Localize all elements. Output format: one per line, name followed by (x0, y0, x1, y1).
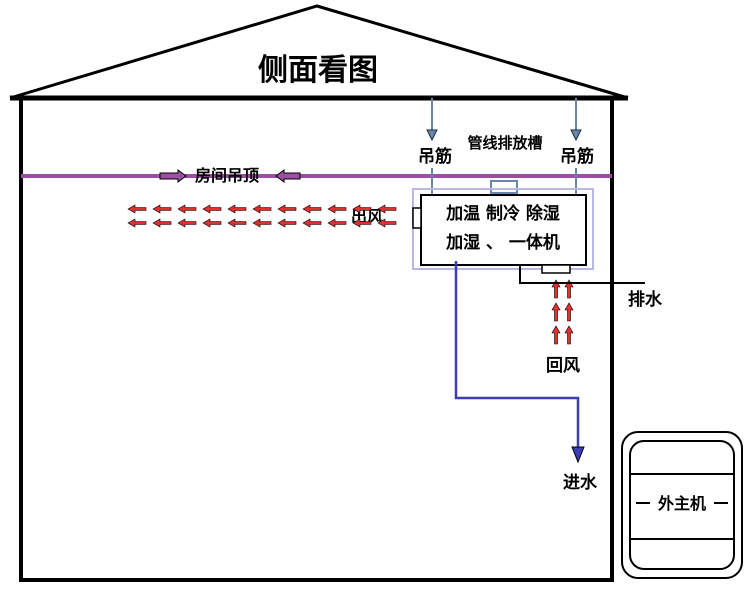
ac-unit-box (420, 194, 587, 266)
hanger-rod-right (570, 98, 582, 194)
outdoor-unit (621, 431, 743, 579)
air-return-label: 回风 (546, 356, 580, 376)
outdoor-unit-label: 外主机 (657, 494, 706, 513)
return-air-vent (541, 264, 571, 274)
hanger-rod-left (426, 98, 438, 194)
air-outlet-arrow (227, 218, 247, 228)
return-air-arrow (551, 302, 561, 322)
air-outlet-vent (412, 207, 422, 229)
air-outlet-arrow (152, 204, 172, 214)
air-outlet-arrow (152, 218, 172, 228)
water-in-label: 进水 (563, 472, 598, 493)
air-outlet-arrow (277, 218, 297, 228)
return-air-arrows (551, 279, 574, 345)
water-inlet-pipe (454, 261, 580, 448)
ceiling-label: 房间吊顶 (195, 166, 259, 185)
hanger-right-label: 吊筋 (560, 146, 594, 167)
air-outlet-arrow (127, 204, 147, 214)
air-outlet-arrow (327, 204, 347, 214)
air-outlet-arrow (327, 218, 347, 228)
return-air-arrow (551, 279, 561, 299)
air-outlet-arrow (202, 204, 222, 214)
air-outlet-arrow (377, 204, 397, 214)
ceiling-arrow-right (159, 169, 187, 183)
air-outlet-arrow (227, 204, 247, 214)
air-outlet-arrow (252, 218, 272, 228)
air-outlet-arrow (377, 218, 397, 228)
air-outlet-arrow (127, 218, 147, 228)
air-outlet-arrow (302, 218, 322, 228)
unit-label-line2: 加湿 、 一体机 (445, 232, 560, 253)
ceiling-arrow-left (275, 169, 301, 183)
air-outlet-arrow (177, 218, 197, 228)
drain-pipe (519, 265, 645, 284)
air-outlet-arrow (352, 218, 372, 228)
air-outlet-arrow (352, 204, 372, 214)
return-air-arrow (564, 325, 574, 345)
diagram-title: 侧面看图 (258, 53, 378, 88)
water-inlet-arrow (571, 446, 585, 464)
drain-label: 排水 (628, 289, 663, 310)
return-air-arrow (551, 325, 561, 345)
air-outlet-arrow (177, 204, 197, 214)
duct-slot-box (490, 180, 518, 194)
air-outlet-arrow (252, 204, 272, 214)
house-outline (9, 4, 629, 582)
duct-slot-label: 管线排放槽 (467, 134, 542, 152)
air-outlet-arrow (302, 204, 322, 214)
air-outlet-arrow (277, 204, 297, 214)
return-air-arrow (564, 279, 574, 299)
unit-outer-frame (412, 188, 594, 270)
return-air-arrow (564, 302, 574, 322)
air-outlet-arrow (202, 218, 222, 228)
hanger-left-label: 吊筋 (418, 146, 452, 167)
air-outlet-arrows (127, 204, 397, 228)
unit-label-line1: 加温 制冷 除湿 (445, 203, 560, 224)
